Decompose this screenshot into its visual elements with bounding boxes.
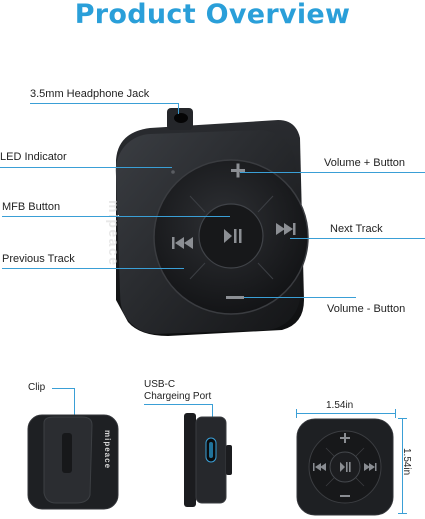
leader-next-track: [290, 238, 425, 239]
led-indicator: [171, 170, 175, 174]
leader-volume-down: [244, 297, 356, 298]
height-dim-line: [402, 418, 403, 514]
label-usb-c: USB-C: [144, 379, 176, 390]
leader-headphone-jack: [30, 103, 178, 104]
label-next-track: Next Track: [330, 223, 383, 235]
width-dim-line: [296, 413, 396, 414]
label-mfb-button: MFB Button: [2, 201, 61, 213]
label-led-indicator: LED Indicator: [0, 151, 67, 163]
label-width-dim: 1.54in: [326, 400, 354, 411]
label-volume-up: Volume + Button: [324, 157, 406, 169]
next-track-icon: [276, 223, 296, 235]
play-pause-icon: [224, 229, 242, 243]
leader-usb-c: [144, 404, 212, 405]
clip-view: [27, 414, 119, 510]
leader-clip: [52, 388, 74, 389]
label-usb-c-port: Chargeing Port: [144, 391, 212, 402]
label-headphone-jack: 3.5mm Headphone Jack: [30, 88, 150, 100]
next-track-icon-small: [364, 463, 377, 471]
label-volume-down: Volume - Button: [327, 303, 406, 315]
plus-icon-small: [340, 433, 350, 443]
previous-track-icon: [172, 237, 193, 249]
brand-logo-clip: mipeace: [103, 430, 112, 470]
leader-volume-up: [240, 172, 425, 173]
label-clip: Clip: [28, 382, 46, 393]
label-previous-track: Previous Track: [2, 253, 75, 265]
previous-track-icon-small: [313, 463, 326, 471]
leader-led-indicator: [0, 167, 172, 168]
plus-icon: [231, 163, 245, 178]
leader-mfb-button: [2, 216, 230, 217]
play-pause-icon-small: [340, 462, 351, 472]
minus-icon-small: [340, 495, 350, 497]
page-title: Product Overview: [74, 0, 351, 30]
brand-logo-main: mipeace: [106, 200, 122, 267]
minus-icon: [226, 296, 244, 299]
front-dimension-view: [296, 418, 394, 516]
leader-previous-track: [2, 268, 184, 269]
usb-c-side-view: [184, 413, 232, 507]
